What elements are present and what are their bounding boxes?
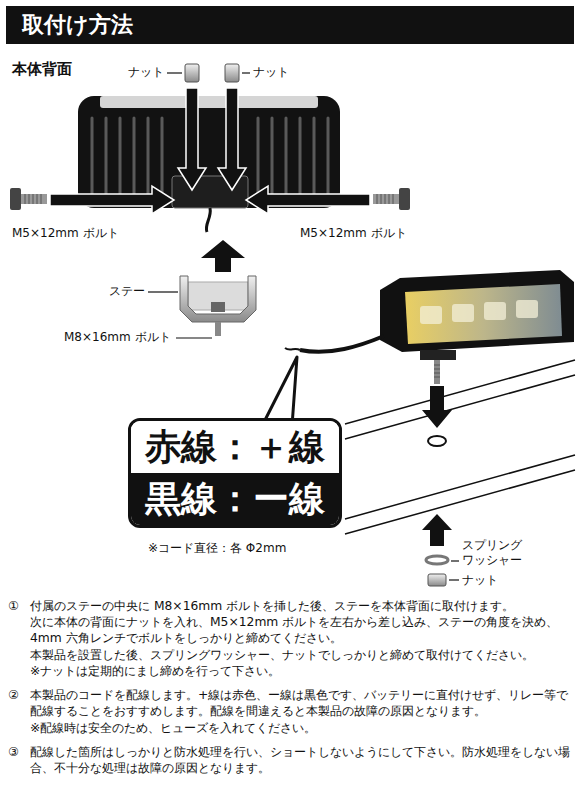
led (484, 302, 506, 320)
leader-line (242, 72, 250, 73)
part-label: ナット (128, 65, 164, 80)
lamp-lens (405, 284, 562, 344)
mount-block (420, 350, 456, 360)
assembly-arrow (50, 186, 174, 214)
view-heading: 本体背面 (12, 60, 72, 79)
title-text: 取付け方法 (22, 11, 133, 39)
bolt-thread (25, 194, 41, 204)
leader-line (451, 560, 459, 561)
lens-edge (100, 96, 318, 108)
stay-bracket (180, 276, 256, 322)
leader-line (176, 337, 212, 338)
leader-line (449, 579, 459, 580)
note-text: 配線した箇所はしっかりと防水処理を行い、ショートしないようにして下さい。防水処理… (30, 744, 570, 776)
assembly-arrow (422, 386, 452, 428)
leader-line (167, 72, 182, 73)
part-label: スプリング ワッシャー (462, 538, 530, 568)
bolt-head (211, 302, 225, 312)
nut-icon (428, 574, 446, 586)
notes: ①付属のステーの中央に M8×16mm ボルトを挿した後、ステーを本体背面に取付… (8, 598, 570, 776)
note-text: 付属のステーの中央に M8×16mm ボルトを挿した後、ステーを本体背面に取付け… (30, 598, 570, 614)
nut-icon (225, 64, 239, 82)
led (516, 300, 538, 318)
lamp-housing (78, 96, 340, 208)
note-body: 配線した箇所はしっかりと防水処理を行い、ショートしないようにして下さい。防水処理… (30, 744, 570, 776)
lamp-housing (380, 270, 574, 352)
bolt-head (399, 188, 410, 210)
led (452, 304, 474, 322)
bolt-thread (434, 365, 440, 377)
cord (300, 336, 384, 352)
title-bar: 取付け方法 (6, 6, 574, 44)
bolt-shank (434, 360, 440, 384)
assembly-arrow (246, 186, 370, 214)
part-label: M5×12mm ボルト (12, 226, 119, 241)
led-elements (420, 300, 538, 324)
bolt-shank (21, 194, 47, 204)
bolt-thread (377, 194, 393, 204)
bolt-shank (215, 322, 221, 336)
cord-end (285, 348, 300, 350)
note-row: ①付属のステーの中央に M8×16mm ボルトを挿した後、ステーを本体背面に取付… (8, 598, 570, 679)
note-text: 本製品のコードを配線します。+線は赤色、ー線は黒色です、バッテリーに直付けせず、… (30, 687, 570, 719)
assembly-arrow (178, 88, 206, 190)
part-label: M5×12mm ボルト (300, 226, 407, 241)
wire-color-callout: 赤線：＋線黒線：ー線 (128, 418, 342, 528)
part-label: M8×16mm ボルト (64, 330, 171, 345)
note-text: 本製品を設置した後、スプリングワッシャー、ナットでしっかりと締めて取付けてくださ… (30, 647, 570, 663)
note-text: 次に本体の背面にナットを入れ、M5×12mm ボルトを左右から差し込み、ステーの… (30, 614, 570, 646)
callout-number: ③ (8, 744, 30, 760)
spring-washer (426, 556, 448, 564)
led (420, 306, 442, 324)
positive-wire-text: 赤線：＋線 (131, 421, 339, 473)
note-text: ※配線時は安全のため、ヒューズを入れてください。 (30, 720, 570, 736)
note-body: 付属のステーの中央に M8×16mm ボルトを挿した後、ステーを本体背面に取付け… (30, 598, 570, 679)
part-label: ナット (462, 573, 498, 588)
mounting-surface (345, 360, 575, 534)
bolt-head (10, 188, 21, 210)
part-label: ステー (109, 284, 145, 299)
nut-icon (185, 64, 199, 82)
leader-line (148, 291, 178, 292)
bolt-shank (373, 194, 399, 204)
note-row: ③配線した箇所はしっかりと防水処理を行い、ショートしないようにして下さい。防水処… (8, 744, 570, 776)
mounting-hole (428, 436, 446, 446)
cord (206, 208, 210, 232)
callout-number: ② (8, 687, 30, 703)
note-body: 本製品のコードを配線します。+線は赤色、ー線は黒色です、バッテリーに直付けせず、… (30, 687, 570, 736)
note-text: ※コード直径：各 Φ2mm (148, 541, 286, 556)
note-row: ②本製品のコードを配線します。+線は赤色、ー線は黒色です、バッテリーに直付けせず… (8, 687, 570, 736)
callout-number: ① (8, 598, 30, 614)
assembly-arrow (422, 514, 452, 546)
assembly-arrow (218, 88, 246, 190)
assembly-arrow (201, 240, 245, 272)
callout-tail (262, 357, 297, 426)
negative-wire-text: 黒線：ー線 (131, 473, 339, 525)
part-label: ナット (253, 65, 289, 80)
note-text: ※ナットは定期的にまし締めを行って下さい。 (30, 663, 570, 679)
